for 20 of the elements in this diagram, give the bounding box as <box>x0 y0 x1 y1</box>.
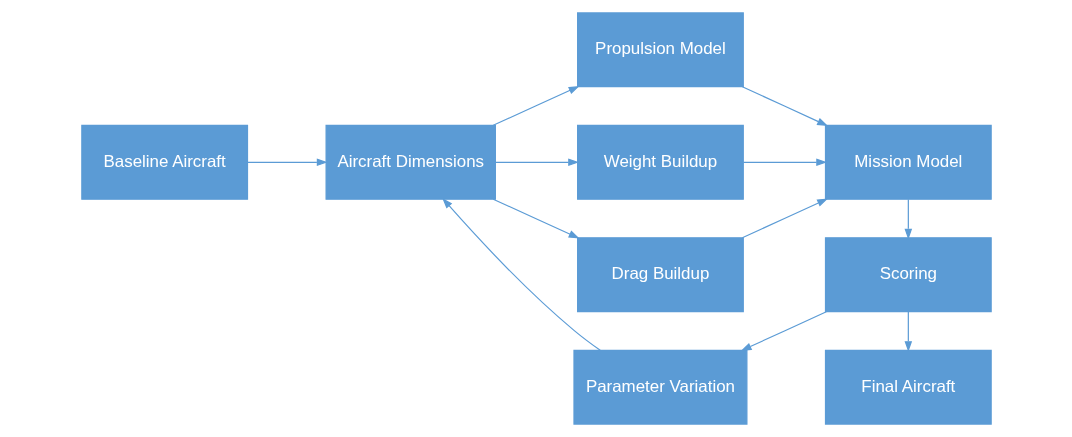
node-box: Propulsion Model <box>576 12 744 88</box>
node-box: Parameter Variation <box>572 349 747 425</box>
arrow <box>492 198 580 239</box>
node-box: Final Aircraft <box>824 349 992 425</box>
node-box: Scoring <box>824 237 992 313</box>
arrow <box>740 311 827 351</box>
arrow <box>741 198 828 239</box>
arrow <box>492 86 580 126</box>
node-box: Drag Buildup <box>576 237 744 313</box>
arrow <box>904 311 912 353</box>
arrow <box>742 158 827 167</box>
node-box: Weight Buildup <box>576 124 744 200</box>
node-box: Baseline Aircraft <box>80 124 248 200</box>
arrow <box>246 158 328 167</box>
arrow <box>741 86 828 127</box>
arrow <box>494 158 579 167</box>
node-box: Mission Model <box>824 124 992 200</box>
arrow <box>441 197 601 351</box>
arrow <box>904 198 912 240</box>
node-box: Aircraft Dimensions <box>325 124 496 200</box>
